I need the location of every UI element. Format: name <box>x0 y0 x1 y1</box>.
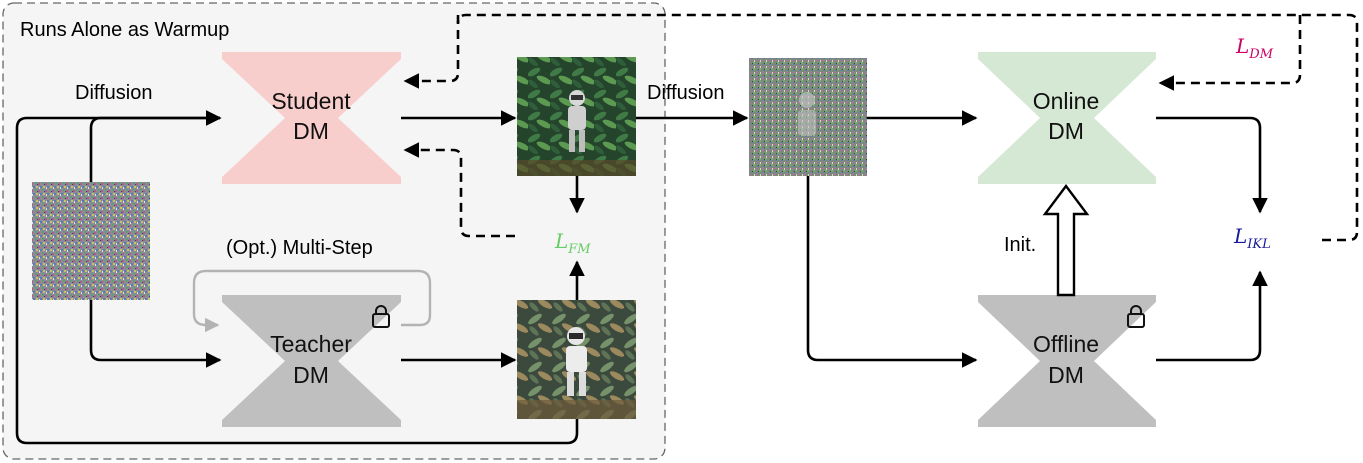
astronaut-image-icon <box>517 300 636 419</box>
dashed-arrow-lfm-to-student <box>403 142 515 238</box>
lock-icon <box>372 305 390 328</box>
noise-image-icon <box>32 182 150 300</box>
astronaut-image-icon <box>517 57 636 176</box>
noisy-astronaut-image-icon <box>749 58 867 176</box>
dashed-feedback-loop <box>456 13 1359 242</box>
loss-dm: LDM <box>1235 34 1274 62</box>
init-label: Init. <box>1004 234 1036 256</box>
arrow-online-to-likl <box>1156 116 1268 214</box>
loss-fm-symbol: L <box>554 229 568 253</box>
offline-dm-shape <box>978 295 1156 427</box>
arrow-offline-to-likl <box>1156 270 1268 362</box>
online-dm-label-line1: Online <box>1033 88 1099 114</box>
offline-dm-label-line2: DM <box>1048 362 1084 388</box>
multi-step-label: (Opt.) Multi-Step <box>226 237 373 259</box>
loss-dm-subscript: DM <box>1248 47 1273 62</box>
loss-ikl-subscript: IKL <box>1246 237 1270 252</box>
offline-dm-label-line1: Offline <box>1033 331 1099 357</box>
loss-ikl-symbol: L <box>1233 224 1247 248</box>
loss-ikl: LIKL <box>1233 224 1271 252</box>
offline-dm-block: Offline DM <box>978 295 1156 427</box>
arrow-noisy-image-to-offline <box>806 176 978 368</box>
student-dm-block: Student DM <box>222 52 401 184</box>
student-dm-label-line1: Student <box>271 88 351 114</box>
online-dm-shape <box>978 52 1156 184</box>
dashed-arrow-to-student-top <box>403 15 460 89</box>
loss-fm-subscript: FM <box>567 242 591 257</box>
teacher-dm-shape <box>222 295 401 427</box>
init-hollow-arrow <box>1042 184 1090 297</box>
student-dm-label-line2: DM <box>293 118 329 144</box>
teacher-dm-label-line2: DM <box>293 362 329 388</box>
online-dm-label-line2: DM <box>1048 118 1084 144</box>
lock-icon <box>1127 305 1145 328</box>
arrow-noise-to-teacher <box>89 300 222 368</box>
arrow-teacher-image-loop-to-student <box>15 110 579 445</box>
dashed-arrow-to-online <box>1158 15 1302 91</box>
warmup-group-title: Runs Alone as Warmup <box>20 19 229 41</box>
online-dm-block: Online DM <box>978 52 1156 184</box>
teacher-dm-block: Teacher DM <box>222 295 401 427</box>
teacher-dm-label-line1: Teacher <box>270 331 352 357</box>
diffusion-label-right: Diffusion <box>647 82 724 104</box>
multi-step-loop-arrow <box>192 269 432 333</box>
loss-dm-symbol: L <box>1235 34 1249 58</box>
student-dm-shape <box>222 52 401 184</box>
diffusion-label-left: Diffusion <box>75 82 152 104</box>
loss-fm: LFM <box>554 229 591 257</box>
